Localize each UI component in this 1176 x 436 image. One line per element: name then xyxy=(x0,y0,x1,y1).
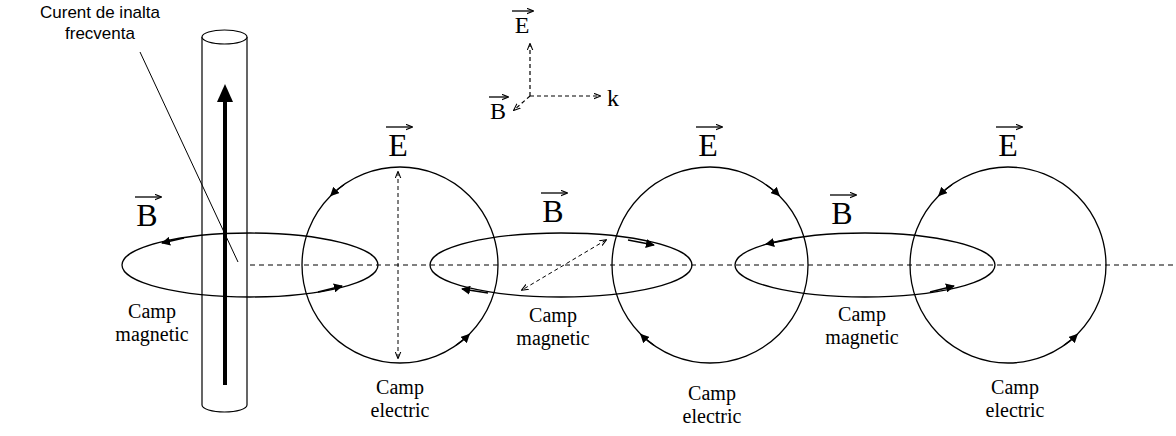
magnetic-loops xyxy=(122,233,995,297)
antenna-cylinder xyxy=(202,30,247,412)
field-label: Camp magnetic xyxy=(814,303,910,349)
propagation-axis xyxy=(250,265,1176,266)
field-label: Camp electric xyxy=(971,376,1059,422)
electric-loops xyxy=(302,167,1106,363)
field-label: Camp magnetic xyxy=(104,300,200,346)
axis-triad xyxy=(514,44,600,110)
field-label: Camp magnetic xyxy=(505,304,601,350)
callout-label: Curent de inalta frecventa xyxy=(32,2,168,44)
vector-arrows xyxy=(135,11,1022,197)
field-label: Camp electric xyxy=(356,376,444,422)
vector-symbol: B xyxy=(129,199,165,231)
field-vectors xyxy=(398,172,606,358)
vector-symbol: E xyxy=(380,129,416,161)
field-label: Camp electric xyxy=(668,382,756,428)
vector-symbol: k xyxy=(601,86,625,110)
vector-symbol: E xyxy=(690,129,726,161)
vector-symbol: B xyxy=(535,195,571,227)
vector-symbol: B xyxy=(824,197,860,229)
vector-symbol: E xyxy=(990,129,1026,161)
vector-symbol: B xyxy=(483,99,513,123)
vector-symbol: E xyxy=(507,13,537,37)
